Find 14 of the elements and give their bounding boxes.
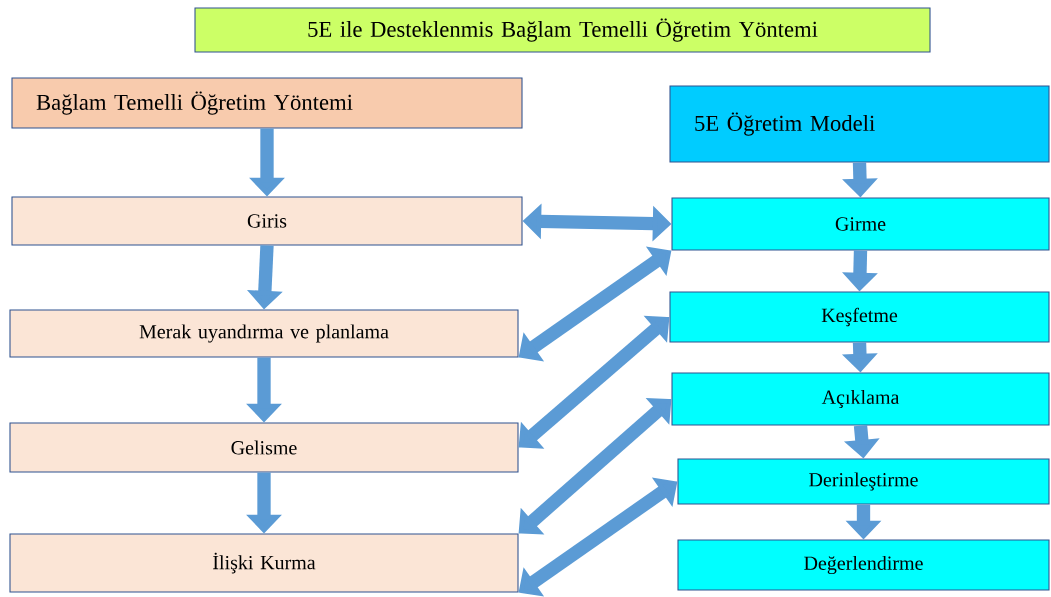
header-box: 5E Öğretim Modeli [669,85,1050,163]
block-arrow [518,397,672,535]
step-box: Keşfetme [669,291,1050,343]
step-box: Değerlendirme [677,539,1050,591]
step-box: Açıklama [671,372,1050,426]
step-box: Gelisme [9,422,519,473]
header-box: Bağlam Temelli Öğretim Yöntemi [11,77,523,129]
block-arrow [518,315,670,449]
step-box: Giris [11,196,523,246]
step-box: İlişki Kurma [9,533,519,593]
step-box: Girme [671,197,1050,251]
step-box: Derinleştirme [677,458,1050,505]
title-box: 5E ile Desteklenmis Bağlam Temelli Öğretim Yöntemi [194,7,931,53]
step-box: Merak uyandırma ve planlama [9,309,519,358]
